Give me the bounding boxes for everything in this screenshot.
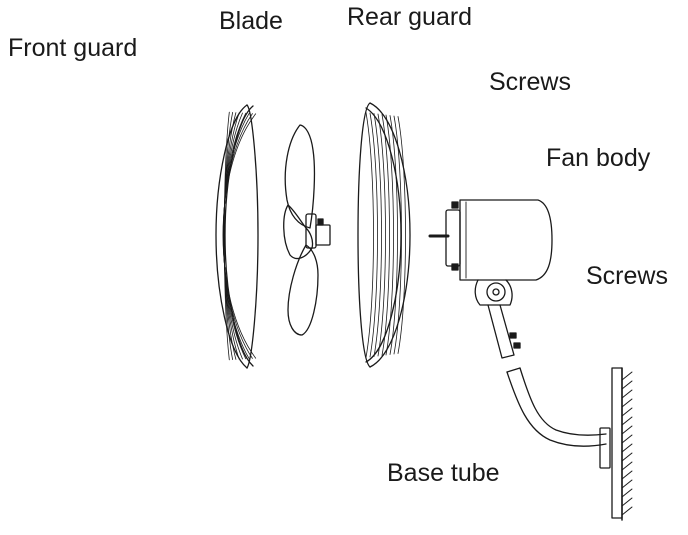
label-blade: Blade [219,7,283,35]
rear-guard-wire [369,112,378,358]
wall-hatch-line [621,461,633,471]
wall-hatch-line [621,497,633,507]
wall-hatch-line [621,416,633,426]
wall-hatch-line [621,443,633,453]
rear-guard-wire [365,112,374,358]
screw-top-left [451,201,459,209]
wall-hatch-line [621,506,633,516]
screw-neck-2 [513,342,521,349]
rear-guard-wires [365,112,406,358]
wall-hatch-line [621,425,633,435]
blade-hub-cap [315,224,331,246]
motor-front-plate [445,209,461,267]
wall-hatch-line [621,398,633,408]
rear-guard-rim-inner [365,107,402,363]
tilt-knob [486,282,506,302]
rear-guard-wire [377,113,386,357]
blade-set-screw [317,218,324,226]
blade-drawing [283,124,331,336]
front-guard-wires [222,111,257,361]
rear-guard-drawing [357,102,411,368]
base-tube-drawing [506,367,633,521]
rear-guard-wire [381,114,390,356]
rear-guard-wire [393,115,402,355]
front-guard-back-edge [246,104,259,369]
wall-hatch-line [621,389,633,399]
rear-guard-front-edge [357,102,371,368]
rear-guard-wire [389,115,398,355]
motor-housing [459,199,553,281]
base-tube-inner [519,367,607,436]
neck-tube [487,304,515,359]
rear-guard-wire [385,114,394,356]
blade-upper [284,124,316,229]
wall-hatch-line [621,470,633,480]
base-tube-outer [506,371,607,447]
front-guard-drawing [215,104,259,369]
label-base-tube: Base tube [387,459,500,487]
blade-middle [283,204,314,260]
blade-lower [287,244,319,336]
wall-hatch-line [621,434,633,444]
rear-guard-rim-outer [369,102,411,368]
rear-guard-wire [397,116,406,354]
wall-hatching [621,371,633,516]
wall-hatch-line [621,452,633,462]
label-fan-body: Fan body [546,144,651,172]
label-rear-guard: Rear guard [347,3,473,31]
tilt-knob-center [492,288,500,296]
wall-hatch-line [621,380,633,390]
front-guard-rim-inner [224,105,254,367]
front-guard-wire [222,113,257,359]
base-tube-top-cap [506,367,521,373]
label-screws-mid: Screws [586,262,668,290]
wall-hatch-line [621,407,633,417]
screw-bottom-left [451,263,459,271]
wall-hatch-line [621,479,633,489]
rear-guard-wire [373,113,382,357]
label-front-guard: Front guard [8,34,138,62]
screw-neck-1 [509,332,517,339]
front-guard-wire [223,112,247,360]
wall-plate [611,367,623,519]
label-screws-top: Screws [489,68,571,96]
tilt-yoke [474,279,513,306]
wall-hatch-line [621,371,633,381]
wall-mount-collar [599,427,611,469]
fan-body-drawing [428,199,553,359]
wall-hatch-line [621,488,633,498]
